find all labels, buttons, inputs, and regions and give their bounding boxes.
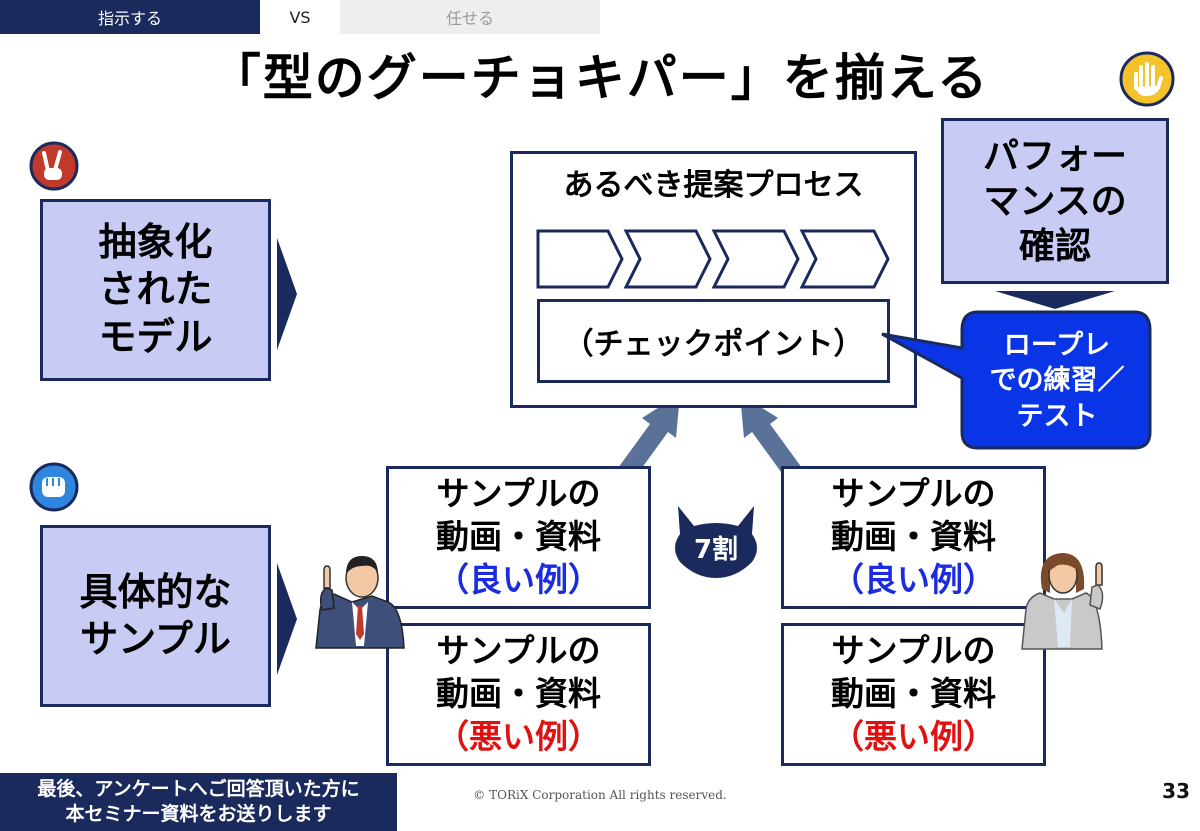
sample-bad-left: サンプルの 動画・資料 （悪い例） <box>386 623 651 766</box>
callout-line-3: テスト <box>1016 400 1098 432</box>
process-step-2 <box>623 229 712 289</box>
open-hand-icon <box>1119 51 1175 107</box>
performance-line-2: マンスの <box>983 180 1127 222</box>
copyright-text: © TORiX Corporation All rights reserved. <box>473 788 727 802</box>
process-step-chevrons <box>536 229 890 289</box>
sample-line-2: 動画・資料 <box>436 517 601 557</box>
process-step-4 <box>799 229 890 289</box>
concrete-line-2: サンプル <box>80 617 231 661</box>
abstract-line-1: 抽象化 <box>98 219 213 264</box>
footer-note-line-1: 最後、アンケートへご回答頂いた方に <box>37 778 360 801</box>
checkpoint-label: （チェックポイント） <box>563 327 864 362</box>
peace-hand-icon <box>29 141 79 191</box>
good-example-label: （良い例） <box>436 559 601 599</box>
slide-title: 「型のグーチョキパー」を揃える <box>210 49 990 107</box>
speech-bubble-icon <box>881 310 1152 450</box>
callout-line-1: ロープレ <box>1003 330 1111 362</box>
sample-line-1: サンプルの <box>831 474 996 514</box>
bad-example-label: （悪い例） <box>436 716 601 756</box>
sample-line-1: サンプルの <box>436 474 601 514</box>
callout-line-2: での練習／ <box>989 365 1125 397</box>
sample-line-2: 動画・資料 <box>831 517 996 557</box>
businesswoman-pointing-icon <box>1021 553 1104 650</box>
sample-line-2: 動画・資料 <box>436 674 601 714</box>
good-example-label: （良い例） <box>831 559 996 599</box>
down-triangle-arrow-icon <box>995 291 1115 309</box>
fist-hand-icon <box>29 462 79 512</box>
performance-line-1: パフォー <box>982 135 1127 177</box>
sample-line-1: サンプルの <box>831 631 996 671</box>
abstract-model-box: 抽象化 された モデル <box>40 199 271 381</box>
process-step-1 <box>536 229 624 289</box>
right-triangle-arrow-icon <box>277 238 297 350</box>
seventy-percent-label: 7割 <box>693 534 739 565</box>
process-step-3 <box>711 229 800 289</box>
seventy-percent-badge <box>675 506 757 578</box>
process-title: あるべき提案プロセス <box>563 168 864 203</box>
sample-line-2: 動画・資料 <box>831 674 996 714</box>
tab-vs: VS <box>260 0 340 34</box>
performance-line-3: 確認 <box>1018 225 1091 267</box>
concrete-sample-box: 具体的な サンプル <box>40 525 271 707</box>
sample-good-right: サンプルの 動画・資料 （良い例） <box>781 466 1046 609</box>
checkpoint-box: （チェックポイント） <box>537 299 890 383</box>
tab-instruct[interactable]: 指示する <box>0 0 260 34</box>
footer-note-line-2: 本セミナー資料をお送りします <box>65 803 332 825</box>
right-triangle-arrow-icon <box>277 563 297 675</box>
abstract-line-2: された <box>98 267 213 312</box>
bad-example-label: （悪い例） <box>831 716 996 756</box>
roleplay-callout: ロープレ での練習／ テスト <box>968 318 1146 444</box>
sample-line-1: サンプルの <box>436 631 601 671</box>
abstract-line-3: モデル <box>98 314 213 359</box>
businessman-pointing-icon <box>315 556 405 649</box>
performance-box: パフォー マンスの 確認 <box>941 118 1169 284</box>
page-number: 33 <box>1162 779 1190 803</box>
convergence-arrows <box>610 394 810 487</box>
concrete-line-1: 具体的な <box>79 569 232 614</box>
sample-bad-right: サンプルの 動画・資料 （悪い例） <box>781 623 1046 766</box>
sample-good-left: サンプルの 動画・資料 （良い例） <box>386 466 651 609</box>
tab-delegate[interactable]: 任せる <box>340 0 600 34</box>
footer-note: 最後、アンケートへご回答頂いた方に 本セミナー資料をお送りします <box>0 773 397 831</box>
